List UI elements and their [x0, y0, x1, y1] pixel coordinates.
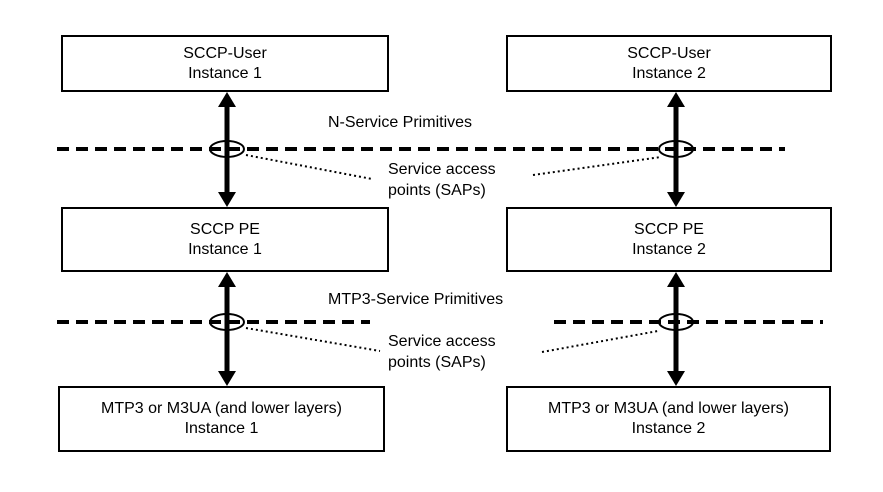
leader-bottom-left — [245, 327, 381, 352]
box-sccp-pe-instance-2: SCCP PE Instance 2 — [506, 207, 832, 272]
arrow-head-up — [667, 92, 685, 107]
arrow-head-up — [218, 92, 236, 107]
leader-top-right — [532, 156, 662, 176]
box-subtitle: Instance 2 — [632, 64, 706, 82]
box-subtitle: Instance 1 — [188, 240, 262, 258]
box-subtitle: Instance 2 — [632, 240, 706, 258]
arrow-head-up — [218, 272, 236, 287]
box-subtitle: Instance 1 — [184, 420, 259, 437]
sap-label-top: Service access points (SAPs) — [388, 159, 496, 201]
arrow-head-up — [667, 272, 685, 287]
arrow-head-down — [667, 371, 685, 386]
arrow-head-down — [218, 371, 236, 386]
box-title: SCCP-User — [627, 44, 711, 62]
sap-label-line1: Service access — [388, 161, 496, 178]
sap-leader-lines — [245, 154, 662, 353]
box-sccp-user-instance-2: SCCP-User Instance 2 — [506, 35, 832, 92]
sap-label-line2: points (SAPs) — [388, 182, 486, 199]
mtp3-service-primitives-label: MTP3-Service Primitives — [328, 291, 504, 308]
sap-label-bottom: Service access points (SAPs) — [388, 331, 496, 373]
leader-top-left — [245, 154, 373, 180]
box-mtp3-instance-2: MTP3 or M3UA (and lower layers) Instance… — [506, 386, 831, 452]
interface-arrows — [218, 92, 685, 386]
box-sccp-user-instance-1: SCCP-User Instance 1 — [61, 35, 389, 92]
box-title: MTP3 or M3UA (and lower layers) — [101, 400, 342, 417]
box-title: SCCP PE — [634, 220, 704, 238]
sap-label-line2: points (SAPs) — [388, 354, 486, 371]
box-title: MTP3 or M3UA (and lower layers) — [548, 400, 789, 417]
box-subtitle: Instance 2 — [631, 420, 706, 437]
leader-bottom-right — [541, 330, 659, 353]
sap-label-line1: Service access — [388, 333, 496, 350]
box-title: SCCP-User — [183, 44, 267, 62]
n-service-primitives-label: N-Service Primitives — [328, 114, 473, 131]
arrow-head-down — [667, 192, 685, 207]
box-title: SCCP PE — [190, 220, 260, 238]
box-subtitle: Instance 1 — [188, 64, 262, 82]
arrow-head-down — [218, 192, 236, 207]
dashed-boundary-lines — [57, 147, 823, 324]
box-sccp-pe-instance-1: SCCP PE Instance 1 — [61, 207, 389, 272]
box-mtp3-instance-1: MTP3 or M3UA (and lower layers) Instance… — [58, 386, 385, 452]
